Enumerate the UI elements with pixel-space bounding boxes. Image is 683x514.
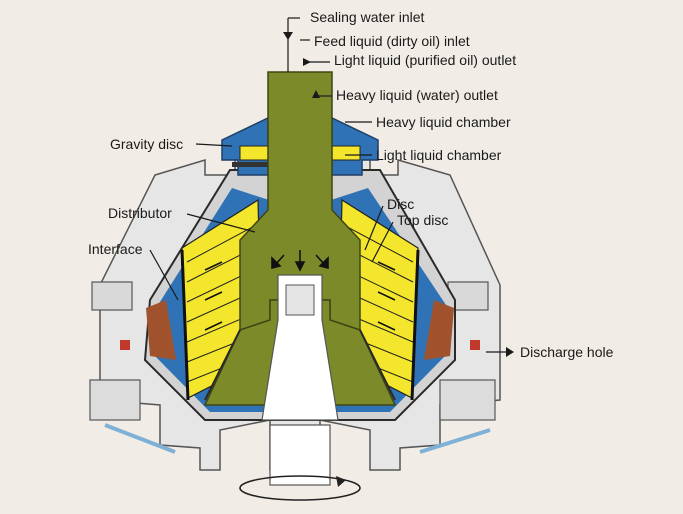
label-light-liquid-outlet: Light liquid (purified oil) outlet bbox=[334, 52, 516, 68]
label-feed-liquid-inlet: Feed liquid (dirty oil) inlet bbox=[314, 33, 470, 49]
discharge-port-left bbox=[120, 340, 130, 350]
label-top-disc: Top disc bbox=[397, 212, 448, 228]
label-disc: Disc bbox=[387, 196, 414, 212]
label-heavy-liquid-chamber: Heavy liquid chamber bbox=[376, 114, 511, 130]
top-assembly bbox=[221, 116, 379, 176]
pointer-arrowheads bbox=[283, 32, 514, 357]
label-light-liquid-chamber: Light liquid chamber bbox=[376, 147, 502, 163]
labels: Sealing water inlet Feed liquid (dirty o… bbox=[88, 9, 614, 360]
housing-right-base bbox=[439, 379, 496, 421]
label-discharge-hole: Discharge hole bbox=[520, 344, 614, 360]
label-heavy-liquid-outlet: Heavy liquid (water) outlet bbox=[336, 87, 498, 103]
gravity-disc-shape bbox=[232, 162, 268, 167]
spindle-shaft bbox=[269, 424, 331, 486]
label-gravity-disc: Gravity disc bbox=[110, 136, 183, 152]
discharge-port-right bbox=[470, 340, 480, 350]
label-sealing-water-inlet: Sealing water inlet bbox=[310, 9, 425, 25]
label-interface: Interface bbox=[88, 241, 143, 257]
light-liquid-chamber-right bbox=[331, 145, 361, 161]
rotation-arrow-icon bbox=[239, 475, 361, 501]
pointer-lines bbox=[149, 17, 510, 353]
cooling-water-pipes bbox=[104, 423, 491, 454]
label-distributor: Distributor bbox=[108, 205, 172, 221]
spindle bbox=[261, 274, 339, 486]
sediment-left bbox=[146, 300, 176, 360]
housing-left-flange bbox=[91, 281, 133, 311]
light-liquid-chamber-left bbox=[239, 145, 269, 161]
sediment-right bbox=[424, 300, 454, 360]
flow-arrows bbox=[204, 250, 396, 331]
housing-left-base bbox=[89, 379, 141, 421]
